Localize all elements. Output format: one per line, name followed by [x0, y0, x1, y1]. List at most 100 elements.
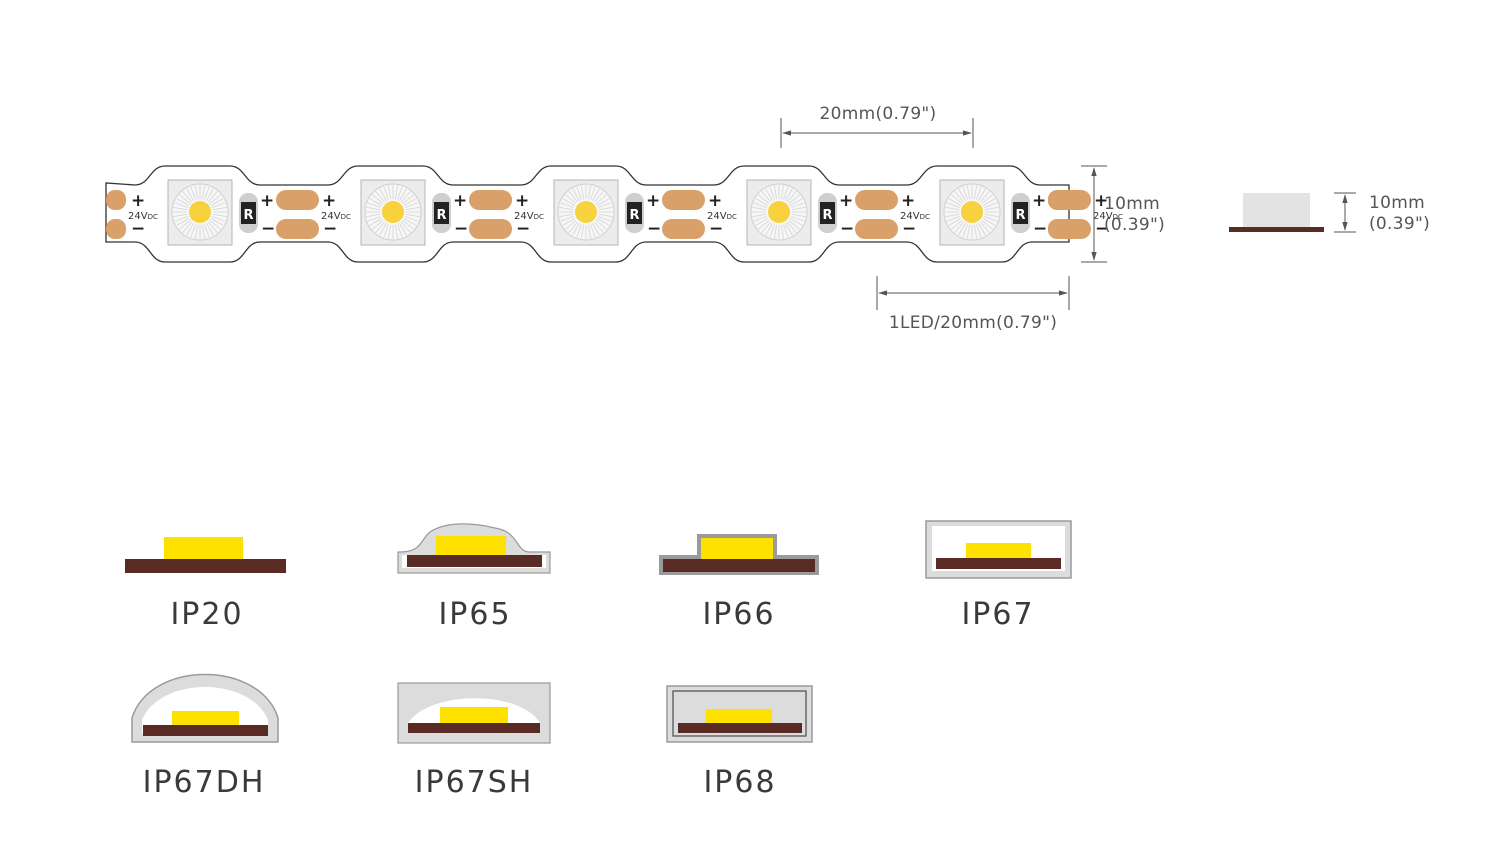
plus-sign: +	[646, 191, 660, 211]
lens-ray	[576, 224, 582, 238]
lens-ray	[580, 224, 585, 239]
lens-ray	[560, 202, 574, 208]
lens-ray	[598, 216, 612, 222]
edge-pad-group-right	[1048, 190, 1069, 239]
lens-ray	[962, 186, 968, 200]
voltage-label: 24VDC	[1093, 211, 1123, 222]
lens-ray	[755, 198, 768, 206]
lens-ray	[791, 216, 805, 222]
lens-ray	[945, 213, 960, 218]
lens-ray	[397, 186, 403, 200]
lens-ray	[366, 206, 381, 211]
lens-ray	[592, 188, 600, 201]
lens-ray	[980, 221, 990, 233]
lens-ray	[375, 221, 385, 233]
lens-ray	[753, 202, 767, 208]
lens-ray	[405, 206, 420, 211]
lens-ray	[976, 224, 982, 238]
edge-pad-group-left: + − 24VDC	[106, 190, 158, 239]
lens-ray	[173, 213, 188, 218]
lens-ray	[973, 185, 978, 200]
lens-ray	[597, 218, 610, 226]
lens-ray	[594, 221, 604, 233]
lens-ray	[981, 220, 993, 230]
ip68-label: IP68	[703, 765, 776, 800]
pitch-top-label: 20mm(0.79")	[820, 104, 937, 124]
voltage-label: 24VDC	[707, 211, 737, 222]
lens-ray	[791, 213, 806, 218]
lens-ray	[978, 188, 986, 201]
lens-ray	[946, 202, 960, 208]
lens-ray	[765, 223, 773, 236]
lens-ray	[401, 191, 411, 203]
lens-ray	[966, 224, 971, 239]
ip67sh-profile: IP67SH	[397, 682, 551, 800]
lens-ray	[194, 224, 199, 239]
led-chip	[706, 709, 772, 723]
lens-ray	[379, 188, 387, 201]
lens-ray	[179, 220, 191, 230]
lens-ray	[394, 185, 399, 200]
voltage-label: 24VDC	[514, 211, 544, 222]
lens-ray	[399, 188, 407, 201]
lens-ray	[369, 198, 382, 206]
lens-ray	[788, 194, 800, 204]
lens-ray	[773, 185, 778, 200]
lens-ray	[787, 191, 797, 203]
pitch-bottom-label: 1LED/20mm(0.79")	[889, 313, 1057, 333]
plus-sign: +	[453, 191, 467, 211]
lens-ray	[983, 198, 996, 206]
lens-ray	[559, 206, 574, 211]
lens-ray	[752, 206, 767, 211]
lens-ray	[787, 221, 797, 233]
lens-ray	[594, 191, 604, 203]
lens-ray	[783, 186, 789, 200]
lens-ray	[773, 224, 778, 239]
resistor-label: R	[243, 208, 253, 223]
lens-ray	[372, 194, 384, 204]
minus-sign: −	[709, 219, 723, 239]
lens-ray	[780, 185, 785, 200]
resistor-label: R	[1015, 208, 1025, 223]
lens-ray	[209, 194, 221, 204]
lens-ray	[562, 218, 575, 226]
led-chip	[436, 536, 506, 555]
lens-ray	[951, 194, 963, 204]
lens-ray	[958, 223, 966, 236]
lens-ray	[946, 216, 960, 222]
solder-pad	[662, 190, 705, 210]
lens-ray	[176, 218, 189, 226]
lens-ray	[954, 191, 964, 203]
minus-sign: −	[647, 219, 661, 239]
lens-ray	[182, 191, 192, 203]
lens-ray	[367, 202, 381, 208]
inner-outline	[672, 690, 807, 737]
pcb	[936, 558, 1061, 569]
lens-ray	[769, 224, 775, 238]
side-mm-label: 10mm	[1369, 193, 1425, 213]
lens-ray	[984, 213, 999, 218]
solder-pad	[276, 190, 319, 210]
lens-ray	[598, 213, 613, 218]
minus-sign: −	[454, 219, 468, 239]
lens-ray	[367, 216, 381, 222]
lens-ray	[379, 223, 387, 236]
minus-sign: −	[840, 219, 854, 239]
lens-ray	[765, 188, 773, 201]
lens-ray	[212, 213, 227, 218]
led-chip	[164, 537, 243, 559]
ip68-profile: IP68	[666, 685, 813, 800]
side-in-label: (0.39")	[1369, 214, 1430, 234]
resistor-cap	[1013, 202, 1028, 224]
lens-ray	[758, 194, 770, 204]
ip67-profile: IP67	[925, 520, 1072, 632]
lens-ray	[397, 224, 403, 238]
lens-ray	[204, 224, 210, 238]
plus-sign: +	[322, 191, 336, 211]
led-core	[961, 201, 983, 223]
lens-ray	[580, 185, 585, 200]
lens-ray	[595, 220, 607, 230]
lens-ray	[769, 186, 775, 200]
width-in-label: (0.39")	[1104, 215, 1165, 235]
